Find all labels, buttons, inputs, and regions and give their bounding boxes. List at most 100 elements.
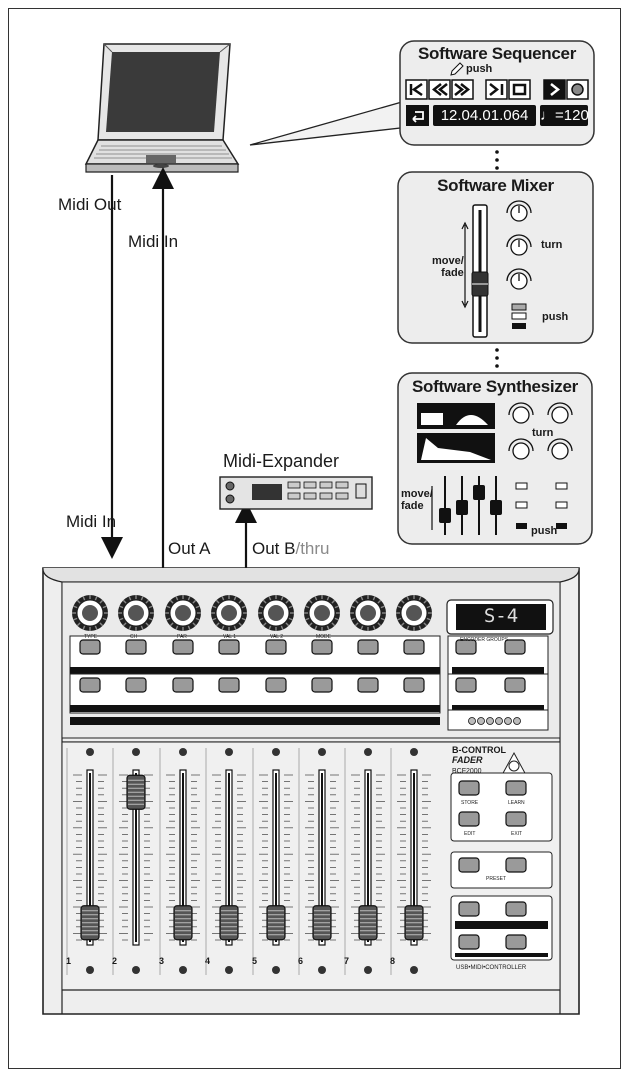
bcf2000-controller xyxy=(42,567,580,1015)
channel-strip xyxy=(390,748,431,975)
learn-label: LEARN xyxy=(508,800,525,806)
connection-lines xyxy=(101,167,257,568)
push-button[interactable] xyxy=(218,639,240,655)
screw xyxy=(272,966,280,974)
channel-number: 1 xyxy=(66,956,72,966)
screw xyxy=(364,966,372,974)
diagram-frame xyxy=(8,8,621,1069)
footer-label: USB•MIDI•CONTROLLER xyxy=(456,965,527,971)
push-button[interactable] xyxy=(357,677,379,693)
mixer-turn: turn xyxy=(541,239,563,251)
synth-box xyxy=(397,372,593,545)
fader-cap[interactable] xyxy=(80,905,100,941)
push-button[interactable] xyxy=(265,639,287,655)
push-button[interactable] xyxy=(125,677,147,693)
push-button[interactable] xyxy=(79,677,101,693)
sequencer-title: Software Sequencer xyxy=(417,44,577,63)
encoder-label: MODE xyxy=(316,634,331,640)
channel-number: 3 xyxy=(159,956,165,966)
push-button[interactable] xyxy=(403,639,425,655)
encoder-knob[interactable] xyxy=(350,595,386,631)
channel-strip xyxy=(344,748,385,975)
mixer-knobs xyxy=(506,200,532,290)
encoder-knob[interactable] xyxy=(258,595,294,631)
push-button[interactable] xyxy=(265,677,287,693)
fader-cap[interactable] xyxy=(404,905,424,941)
screw xyxy=(225,966,233,974)
channel-number: 6 xyxy=(298,956,304,966)
laptop xyxy=(84,43,240,173)
encoder-group-button[interactable] xyxy=(455,639,477,655)
encoder-groups-label: ENCODER GROUPS xyxy=(460,637,509,643)
encoder-group-button[interactable] xyxy=(504,639,526,655)
encoder-group-button[interactable] xyxy=(455,677,477,693)
screw xyxy=(179,748,187,756)
synth-title: Software Synthesizer xyxy=(412,377,578,396)
screw xyxy=(318,748,326,756)
exit-label: EXIT xyxy=(511,831,523,837)
fader-cap[interactable] xyxy=(358,905,378,941)
channel-strip xyxy=(252,748,293,975)
model-label: BCF2000 xyxy=(452,768,482,775)
screw xyxy=(225,748,233,756)
synth-move-fade: move/ fade xyxy=(401,488,433,512)
push-button[interactable] xyxy=(403,677,425,693)
encoder-row xyxy=(72,595,432,631)
controller-display: S-4 xyxy=(483,605,519,627)
mixer-title: Software Mixer xyxy=(437,176,554,195)
fader-cap[interactable] xyxy=(219,905,239,941)
push-button[interactable] xyxy=(172,639,194,655)
fader-cap[interactable] xyxy=(173,905,193,941)
encoder-label: PAR xyxy=(177,634,187,640)
channel-number: 4 xyxy=(205,956,211,966)
push-button[interactable] xyxy=(172,677,194,693)
mixer-push: push xyxy=(542,311,569,323)
screw xyxy=(86,748,94,756)
channel-strip xyxy=(112,748,153,975)
screw xyxy=(86,966,94,974)
screw xyxy=(410,748,418,756)
channel-number: 5 xyxy=(252,956,258,966)
push-button[interactable] xyxy=(357,639,379,655)
edit-label: EDIT xyxy=(464,831,476,837)
led-bar xyxy=(452,667,544,674)
push-button[interactable] xyxy=(218,677,240,693)
screw xyxy=(364,748,372,756)
store-label: STORE xyxy=(461,800,479,806)
push-button[interactable] xyxy=(125,639,147,655)
transport-buttons xyxy=(405,79,589,100)
encoder-knob[interactable] xyxy=(165,595,201,631)
out-a-label: Out A xyxy=(168,539,211,558)
sequencer-tempo: ♩=120 xyxy=(540,105,589,126)
encoder-knob[interactable] xyxy=(396,595,432,631)
sequencer-push: push xyxy=(466,63,493,75)
screw xyxy=(318,966,326,974)
push-button[interactable] xyxy=(311,677,333,693)
encoder-knob[interactable] xyxy=(211,595,247,631)
channel-number: 8 xyxy=(390,956,396,966)
fader-cap[interactable] xyxy=(312,905,332,941)
led-bar xyxy=(452,705,544,712)
encoder-label: CH xyxy=(130,634,138,640)
push-button[interactable] xyxy=(79,639,101,655)
fader-cap[interactable] xyxy=(266,905,286,941)
brand-label: B-CONTROL xyxy=(452,745,506,755)
screw xyxy=(410,966,418,974)
button-rows xyxy=(69,635,549,714)
fader-cap[interactable] xyxy=(126,774,146,810)
encoder-group-button[interactable] xyxy=(504,677,526,693)
channel-strip xyxy=(205,748,246,975)
midi-in-top-label: Midi In xyxy=(128,232,179,251)
push-button[interactable] xyxy=(311,639,333,655)
sequencer-position: 12.04.01.064 xyxy=(433,105,536,126)
sub-brand-label: FADER xyxy=(452,755,483,765)
encoder-knob[interactable] xyxy=(304,595,340,631)
encoder-knob[interactable] xyxy=(118,595,154,631)
channel-strip xyxy=(66,748,107,975)
synth-push: push xyxy=(531,525,558,537)
screw xyxy=(272,748,280,756)
encoder-knob[interactable] xyxy=(72,595,108,631)
encoder-label: VAL 2 xyxy=(270,634,284,640)
midi-in-bottom-label: Midi In xyxy=(66,512,117,531)
mixer-move-fade: move/ fade xyxy=(432,255,464,279)
